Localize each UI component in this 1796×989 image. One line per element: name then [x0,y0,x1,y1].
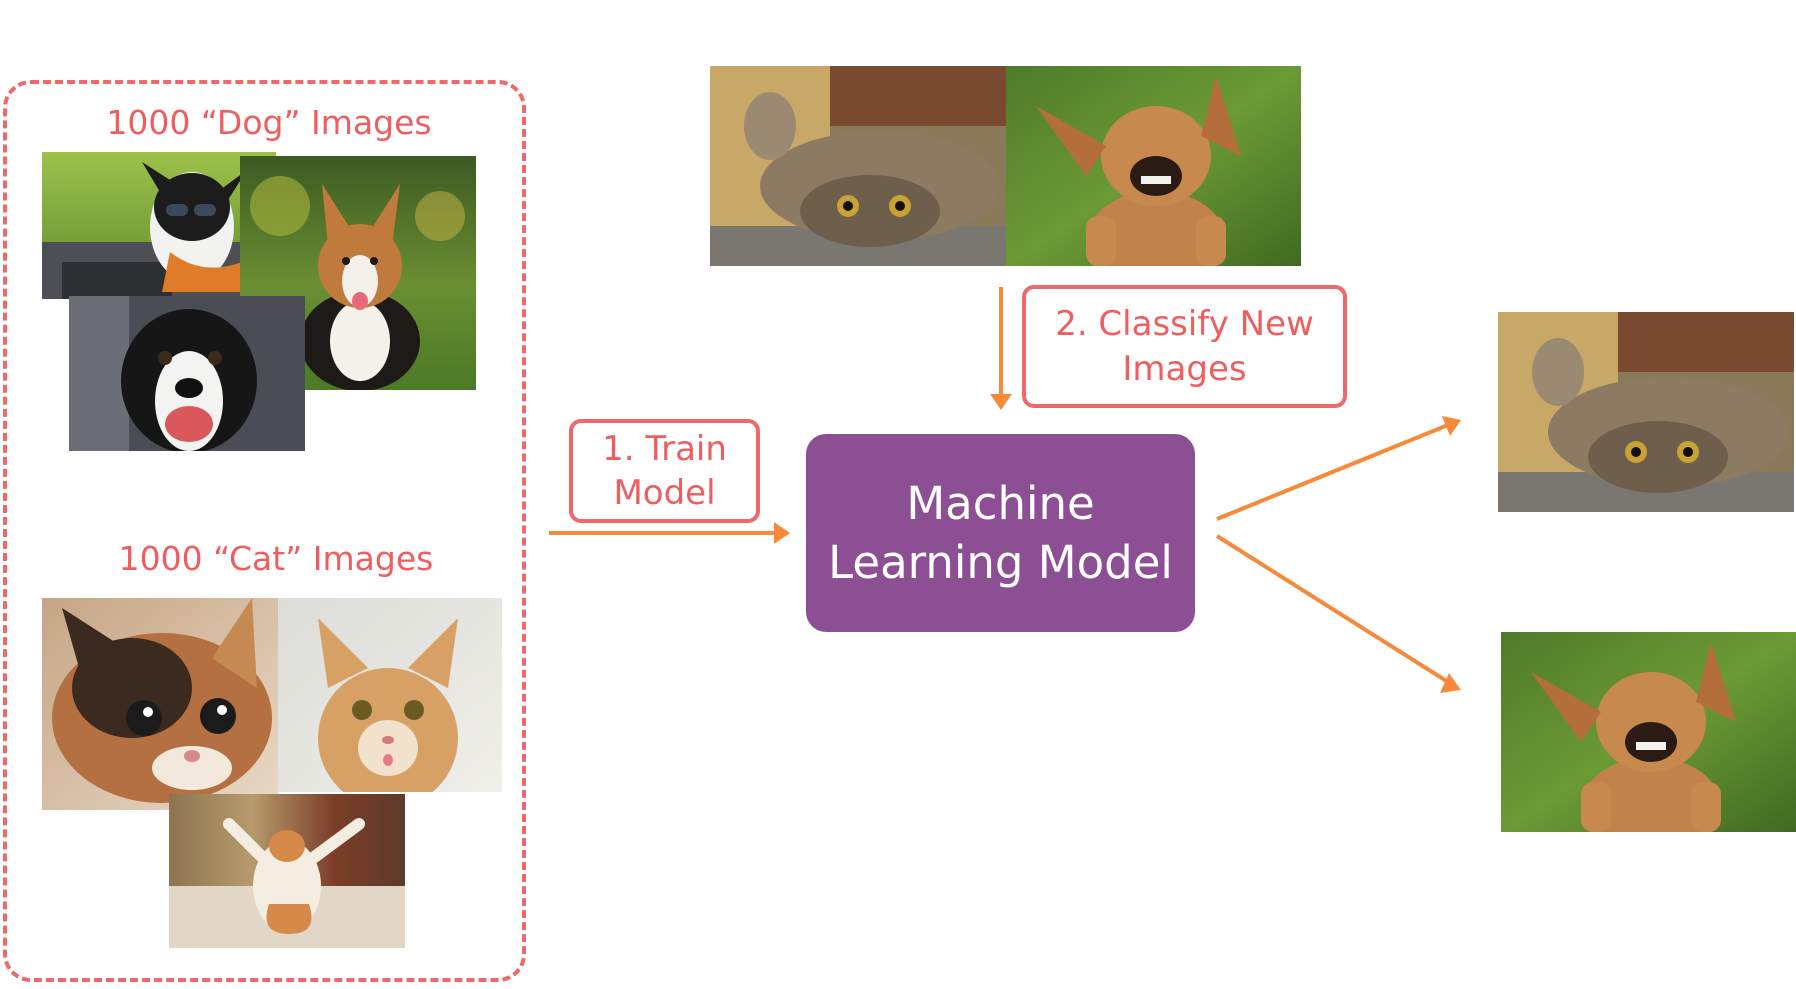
output-cat-arrow-head [1442,416,1461,436]
cat-images-label: 1000 “Cat” Images [118,539,434,578]
classify-images-step: 2. Classify New Images [1022,285,1347,408]
input-photo-dog [1006,66,1301,266]
input-photo-cat [710,66,1006,266]
output-dog-arrow-line [1215,534,1450,684]
machine-learning-model: Machine Learning Model [806,434,1195,632]
classify-step-line1: 2. Classify New [1055,304,1314,345]
dog-images-label: 1000 “Dog” Images [106,103,432,142]
classify-step-line2: Images [1122,348,1247,389]
model-line2: Learning Model [828,536,1173,589]
cat-photo-playful [169,794,405,948]
output-cat-arrow-line [1216,423,1449,521]
model-line1: Machine [906,476,1095,530]
train-step-line2: Model [613,473,716,513]
output-photo-cat [1498,312,1794,512]
output-dog-arrow-head [1440,673,1461,693]
train-step-line1: 1. Train [602,428,727,469]
train-arrow-head [774,522,790,544]
training-dataset-box [3,80,526,982]
train-model-step: 1. Train Model [569,419,760,523]
dog-photo-happy [69,296,305,451]
cat-photo-calico [42,598,278,810]
classify-arrow-head [990,394,1012,410]
dog-photo-sunglasses [42,152,276,299]
output-photo-dog [1501,632,1796,832]
cat-photo-orange-kitten [278,598,502,792]
